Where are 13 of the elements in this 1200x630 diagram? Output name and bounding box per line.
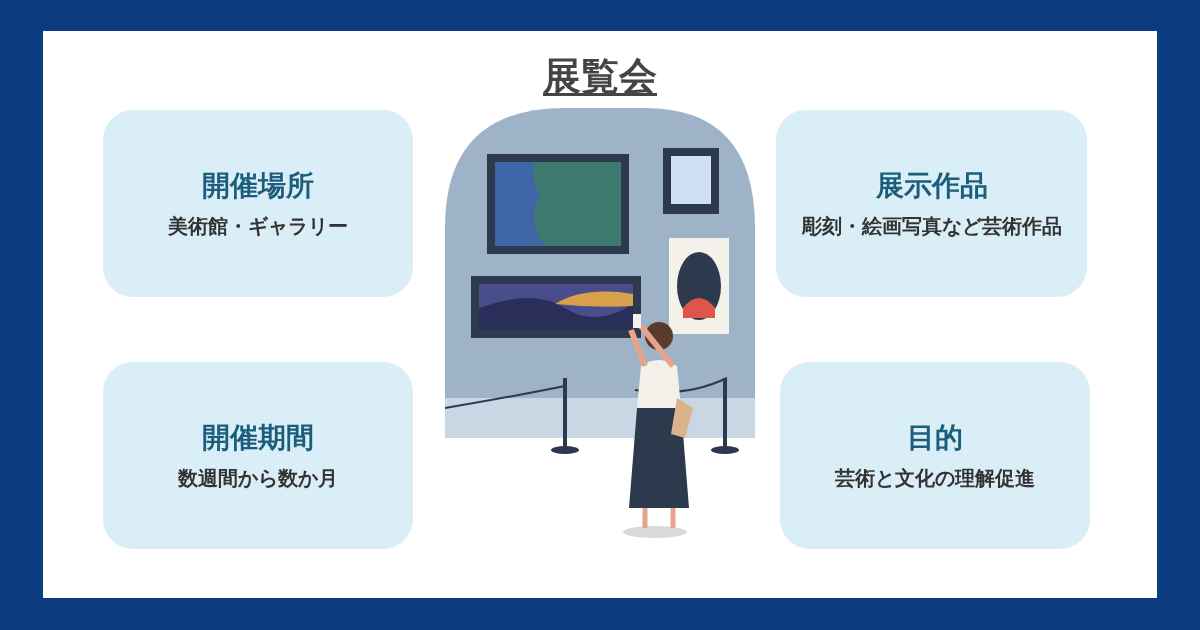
card-text: 数週間から数か月 [177,464,339,492]
card-heading: 開催期間 [202,419,314,456]
info-card [103,110,413,297]
info-card [780,362,1090,549]
card-heading: 目的 [907,419,963,456]
card-text: 美術館・ギャラリー [167,212,349,240]
card-heading: 開催場所 [202,167,314,204]
title: 展覧会 [543,53,657,100]
info-card [776,110,1087,297]
info-card [103,362,413,549]
card-heading: 展示作品 [875,167,988,204]
card-text: 彫刻・絵画写真など芸術作品 [800,212,1063,240]
card-text: 芸術と文化の理解促進 [834,464,1036,492]
